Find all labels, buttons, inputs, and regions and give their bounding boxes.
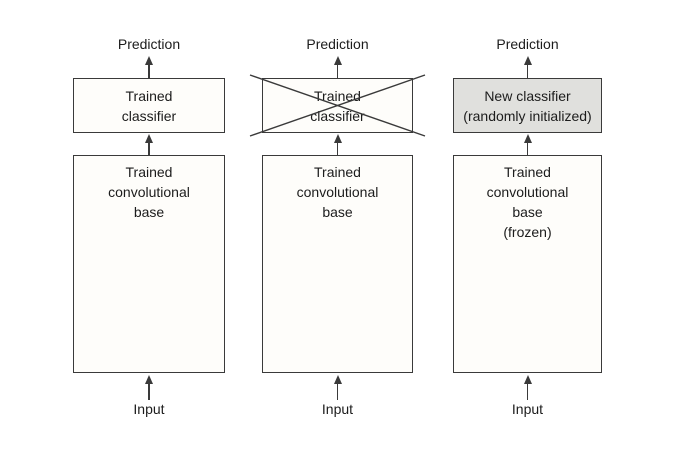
arrow-shaft xyxy=(148,65,150,78)
arrow-head xyxy=(523,375,532,384)
prediction-label: Prediction xyxy=(496,36,559,52)
arrow-up-icon xyxy=(523,56,533,78)
trained-classifier-label: Trained classifier xyxy=(121,87,177,124)
arrow-head xyxy=(523,134,532,143)
prediction-label: Prediction xyxy=(117,36,181,52)
input-label: Input xyxy=(511,401,544,417)
arrow-up-icon xyxy=(144,375,154,400)
arrow-up-icon xyxy=(144,134,154,155)
arrow-up-icon xyxy=(523,134,533,155)
arrow-shaft xyxy=(526,143,529,155)
arrow-shaft xyxy=(336,65,339,78)
frozen-conv-base-box: Trained convolutional base (frozen) xyxy=(453,155,602,373)
new-classifier-label: New classifier (randomly initialized) xyxy=(463,87,592,124)
arrow-shaft xyxy=(336,384,339,400)
arrow-up-icon xyxy=(523,375,533,400)
arrow-shaft xyxy=(336,143,339,155)
arrow-head xyxy=(145,375,153,384)
prediction-label: Prediction xyxy=(306,36,369,52)
arrow-shaft xyxy=(526,65,529,78)
arrow-head xyxy=(333,56,342,65)
arrow-up-icon xyxy=(333,56,343,78)
arrow-up-icon xyxy=(333,375,343,400)
pipeline-column-discarded: Prediction Trained classifier Trained co… xyxy=(249,0,426,453)
arrow-up-icon xyxy=(144,56,154,78)
arrow-head xyxy=(333,375,342,384)
conv-base-box: Trained convolutional base xyxy=(73,155,225,373)
arrow-shaft xyxy=(526,384,529,400)
conv-base-label: Trained convolutional base xyxy=(108,164,190,220)
pipeline-column-trained: Prediction Trained classifier Trained co… xyxy=(73,0,225,453)
trained-classifier-box: Trained classifier xyxy=(262,78,413,133)
arrow-head xyxy=(145,56,153,65)
conv-base-label: Trained convolutional base xyxy=(296,164,379,220)
new-classifier-box: New classifier (randomly initialized) xyxy=(453,78,602,133)
trained-classifier-box: Trained classifier xyxy=(73,78,225,133)
arrow-shaft xyxy=(148,143,150,155)
input-label: Input xyxy=(133,401,165,417)
arrow-head xyxy=(145,134,153,143)
pipeline-column-new-classifier: Prediction New classifier (randomly init… xyxy=(453,0,602,453)
frozen-conv-base-label: Trained convolutional base (frozen) xyxy=(486,164,569,240)
trained-classifier-label: Trained classifier xyxy=(310,87,365,124)
input-label: Input xyxy=(321,401,354,417)
arrow-head xyxy=(523,56,532,65)
arrow-up-icon xyxy=(333,134,343,155)
arrow-head xyxy=(333,134,342,143)
conv-base-box: Trained convolutional base xyxy=(262,155,413,373)
arrow-shaft xyxy=(148,384,150,400)
